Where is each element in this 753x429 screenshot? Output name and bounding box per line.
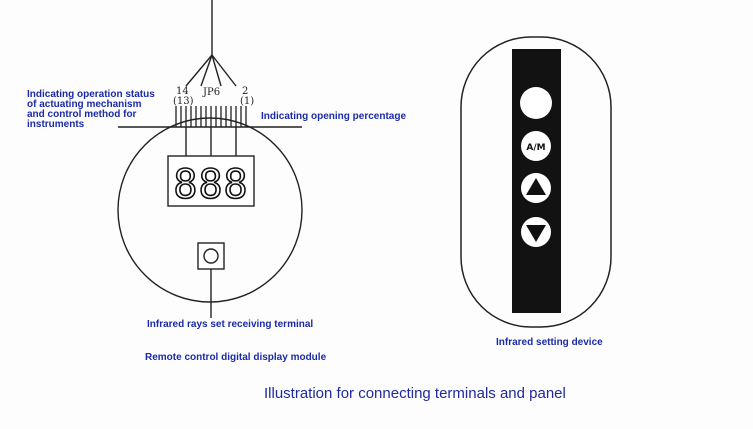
caption: Illustration for connecting terminals an… xyxy=(264,385,566,402)
triangle-down-icon xyxy=(526,225,546,242)
led-digits: 888 xyxy=(173,162,248,208)
pin-right-sub: (1) xyxy=(240,96,255,107)
opening-percentage-label: Indicating opening percentage xyxy=(261,111,407,122)
led-display xyxy=(167,155,255,207)
status-label-line3: and control method for xyxy=(27,109,137,120)
pin-left-sub: (13) xyxy=(173,96,194,107)
fan-line xyxy=(211,54,237,87)
fan-line xyxy=(185,54,213,87)
pin-left-number: 14 xyxy=(176,86,189,97)
infrared-receiver-label: Infrared rays set receiving terminal xyxy=(147,319,314,330)
status-label-line2: of actuating mechanism xyxy=(27,99,142,110)
triangle-up-icon xyxy=(526,178,546,195)
infrared-remote: A/M xyxy=(460,36,612,328)
module-circle xyxy=(117,117,303,303)
setting-device-label: Infrared setting device xyxy=(496,337,603,348)
display-module xyxy=(117,0,303,318)
terminal-pins xyxy=(175,106,247,127)
remote-mode-button[interactable] xyxy=(521,131,551,161)
infrared-receiver-box xyxy=(197,242,225,270)
status-label-line4: instruments xyxy=(27,119,85,130)
status-label: Indicating operation status of actuating… xyxy=(27,90,155,130)
pin-right-number: 2 xyxy=(242,86,249,97)
remote-mode-label: A/M xyxy=(526,143,545,153)
remote-blank-button[interactable] xyxy=(520,87,552,119)
status-label-line1: Indicating operation status xyxy=(27,89,155,100)
infrared-receiver-lens xyxy=(203,248,219,264)
module-label: Remote control digital display module xyxy=(145,352,327,363)
fan-line xyxy=(211,54,222,87)
fan-line xyxy=(200,54,213,87)
jumper-label: JP6 xyxy=(203,87,221,98)
